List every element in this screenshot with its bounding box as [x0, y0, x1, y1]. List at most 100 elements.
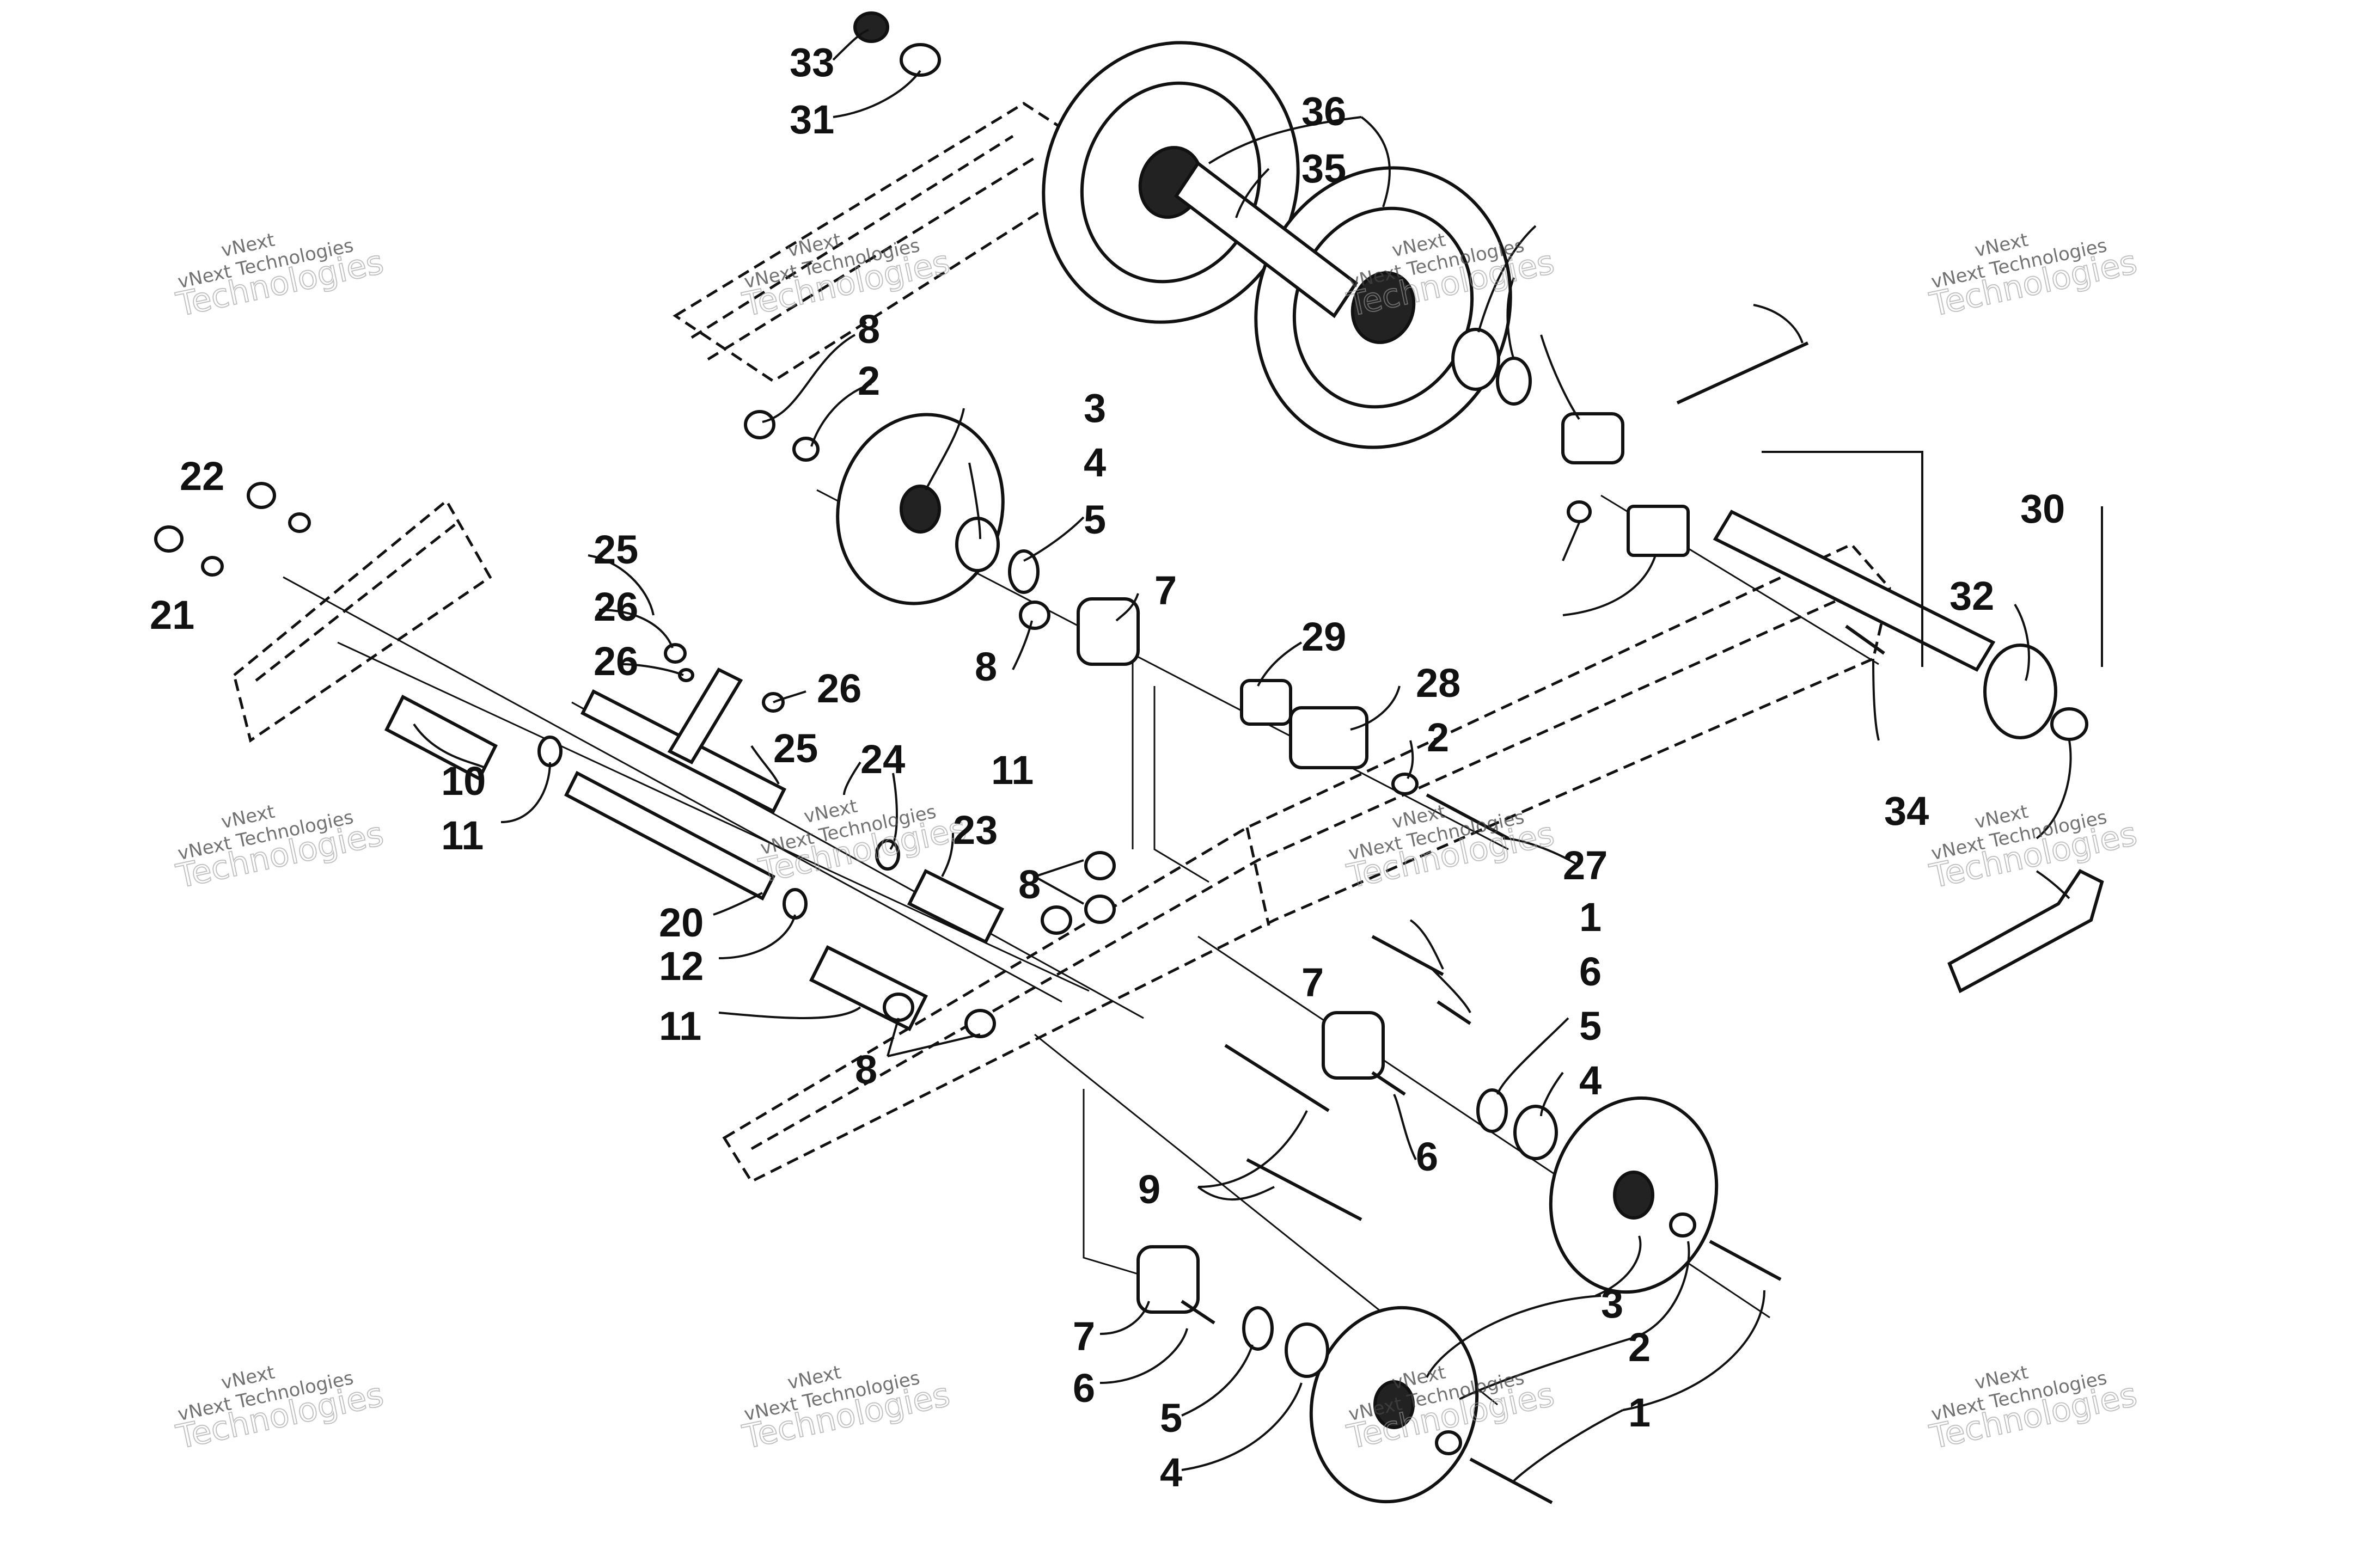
bearing-4-mid	[955, 517, 1000, 572]
watermark-8: vNext vNext Technologies Technologies	[1926, 801, 2141, 897]
bracket-34	[1627, 505, 1690, 557]
nuts-14	[154, 482, 276, 553]
callout-3-upper: 3	[1084, 385, 1106, 431]
callout-18: 25	[594, 527, 638, 572]
bearing-29	[1451, 328, 1500, 391]
bearing-4-right	[1513, 1105, 1558, 1160]
watermark-5: vNext vNext Technologies Technologies	[173, 801, 388, 897]
callout-27: 35	[1301, 146, 1346, 191]
nut-8-upper	[744, 410, 775, 439]
ring-5-mid	[1008, 549, 1040, 594]
callout-11-lower: 12	[659, 944, 704, 989]
callout-8-right: 8	[1018, 862, 1041, 907]
callout-8-upper: 8	[858, 307, 880, 352]
tube-15	[907, 868, 1005, 945]
nut-33	[1567, 500, 1592, 523]
callout-19-right: 26	[817, 666, 861, 711]
bolt-9-upper	[1224, 1044, 1330, 1112]
bolt-1-right	[1709, 1240, 1782, 1281]
callout-12: 20	[659, 900, 704, 945]
callout-22: 28	[1416, 660, 1460, 706]
rings-11	[537, 736, 900, 920]
callout-labels: 33 31 36 35 30 32 34 8 2 3 4 5 7 8 29 28…	[150, 40, 2065, 1495]
plug-26-right	[2050, 707, 2088, 741]
watermark-2: vNext vNext Technologies Technologies	[739, 229, 954, 325]
callout-24: 30	[2020, 486, 2065, 531]
bolt-1-left	[1469, 1457, 1553, 1504]
callout-10-lower: 11	[659, 1003, 701, 1049]
bolt-32	[1676, 341, 1809, 405]
callout-19-left: 26	[594, 584, 638, 629]
callout-17: 25	[773, 726, 818, 771]
bolt-35	[1845, 624, 1885, 655]
tube-10-upper	[384, 694, 498, 781]
callout-16: 24	[860, 737, 905, 782]
callout-6-lower: 6	[1073, 1365, 1095, 1411]
callout-11-left: 11	[441, 813, 484, 858]
callout-7-upper: 7	[1154, 568, 1177, 613]
callout-11-top: 11	[991, 748, 1034, 793]
callout-5-upper: 5	[1084, 497, 1106, 542]
watermark-12: vNext vNext Technologies Technologies	[1926, 1362, 2141, 1457]
callout-2-upper: 2	[858, 358, 880, 403]
idler-wheel-upper-right	[1254, 166, 1512, 449]
callout-14: 22	[180, 454, 224, 499]
watermark-1: vNext vNext Technologies Technologies	[173, 229, 388, 325]
rear-upper-frame	[673, 102, 1119, 383]
callout-6-mid: 6	[1579, 949, 1602, 994]
cap-23	[1240, 679, 1292, 726]
watermark-7: vNext vNext Technologies Technologies	[1343, 801, 1559, 897]
callout-1-mid: 1	[1579, 895, 1602, 940]
washer-2-left	[1435, 1430, 1462, 1455]
watermark-10: vNext vNext Technologies Technologies	[739, 1362, 954, 1457]
shaft-12	[564, 770, 775, 901]
plug-26-top	[853, 11, 889, 43]
callout-10-upper: 10	[441, 758, 486, 804]
callout-5-lower: 5	[1160, 1395, 1182, 1441]
washers-19	[664, 643, 785, 713]
block-22	[1289, 706, 1368, 769]
idler-wheel-mid	[836, 413, 1005, 605]
link-18	[667, 667, 743, 764]
callout-4-upper: 4	[1084, 440, 1106, 485]
callout-9: 9	[1138, 1167, 1160, 1212]
idler-wheel-lower-left	[1309, 1306, 1479, 1504]
callout-26-right: 34	[1884, 788, 1929, 834]
bolt-6-upper	[1437, 1000, 1471, 1025]
idler-wheel-lower-right	[1549, 1096, 1719, 1294]
washer-2-right	[1669, 1212, 1696, 1238]
ring-5-left	[1242, 1306, 1274, 1351]
nuts-8-right	[1041, 851, 1116, 935]
watermark-4: vNext vNext Technologies Technologies	[1926, 229, 2141, 325]
callout-4-lower: 4	[1160, 1450, 1182, 1495]
bracket-36	[1947, 869, 2104, 994]
callout-1-lower: 1	[1628, 1390, 1651, 1435]
bolt-9-lower	[1246, 1158, 1362, 1221]
callout-2-mid: 2	[1427, 715, 1449, 760]
ring-5-right	[1476, 1088, 1508, 1133]
callout-3-lower: 3	[1601, 1281, 1623, 1326]
idler-axle	[1174, 161, 1359, 318]
callout-7-mid: 7	[1301, 960, 1324, 1005]
bolt-6-mid	[1371, 1071, 1406, 1096]
bearing-4-left	[1285, 1322, 1329, 1378]
callout-25-right: 32	[1949, 573, 1994, 618]
callout-26-top: 33	[790, 40, 834, 85]
callout-8-lower: 8	[855, 1047, 877, 1092]
callout-5-mid: 5	[1579, 1003, 1602, 1049]
callout-7-lower: 7	[1073, 1314, 1095, 1359]
bolt-6-lower	[1181, 1300, 1215, 1325]
leader-lines	[413, 29, 2103, 1482]
callout-23: 29	[1301, 614, 1346, 659]
snap-ring-30	[1496, 357, 1532, 406]
callout-20: 26	[594, 639, 638, 684]
callout-21: 27	[1563, 843, 1608, 888]
washer-25-top	[900, 43, 941, 77]
callout-2-lower: 2	[1628, 1325, 1651, 1370]
washers-13	[201, 512, 311, 577]
callout-25-top: 31	[790, 97, 834, 142]
left-frame-rail	[233, 499, 492, 743]
watermark-9: vNext vNext Technologies Technologies	[173, 1362, 388, 1457]
spacer-31	[1561, 412, 1624, 464]
